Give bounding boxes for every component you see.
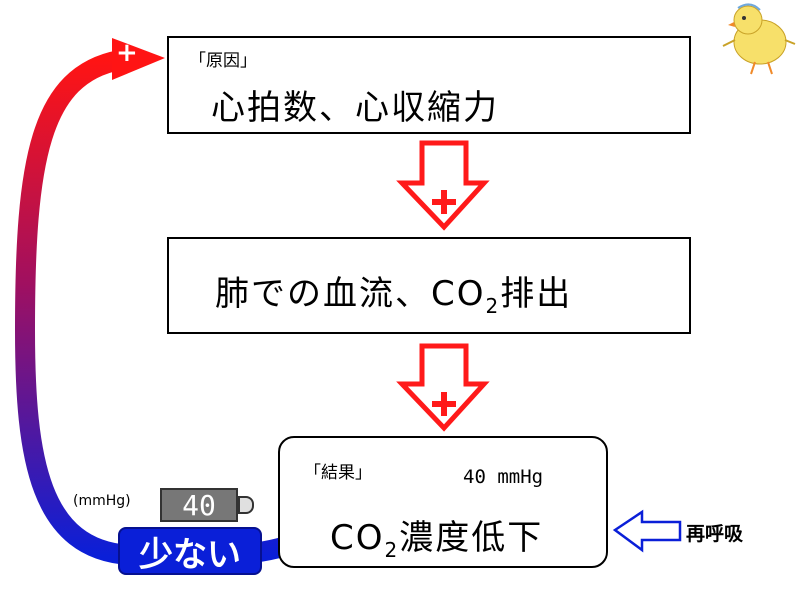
rebreathing-label: 再呼吸: [686, 523, 744, 545]
cause-text: 心拍数、心収縮力: [211, 88, 499, 128]
cause-label: 「原因」: [189, 51, 257, 71]
blood-flow-box: 肺での血流、CO2排出: [167, 237, 691, 334]
result-box: 「結果」 40 mmHg CO2濃度低下: [278, 436, 608, 568]
few-badge: 少ない: [118, 527, 262, 575]
chick-icon: [722, 3, 796, 75]
loop-plus-sign: +: [116, 38, 138, 68]
cause-box: 「原因」 心拍数、心収縮力: [167, 36, 691, 134]
gauge-display: 40: [160, 488, 238, 522]
down-plus-arrow-icon: [396, 140, 490, 231]
blood-flow-text-main: 肺での血流、CO: [215, 274, 486, 314]
result-text: CO2濃度低下: [330, 510, 543, 562]
gauge-unit-label: (mmHg): [73, 493, 131, 509]
result-value: 40 mmHg: [463, 466, 544, 488]
result-subscript: 2: [384, 537, 400, 562]
rebreathing-arrow-icon: [612, 509, 682, 553]
gauge-tip: [238, 496, 254, 514]
blood-flow-text-tail: 排出: [500, 274, 573, 314]
result-text-main: CO: [330, 518, 385, 558]
blood-flow-text: 肺での血流、CO2排出: [215, 266, 572, 318]
blood-flow-subscript: 2: [485, 293, 501, 318]
down-plus-arrow-icon: [396, 343, 490, 432]
result-label: 「結果」: [304, 463, 372, 483]
result-text-tail: 濃度低下: [399, 518, 544, 558]
